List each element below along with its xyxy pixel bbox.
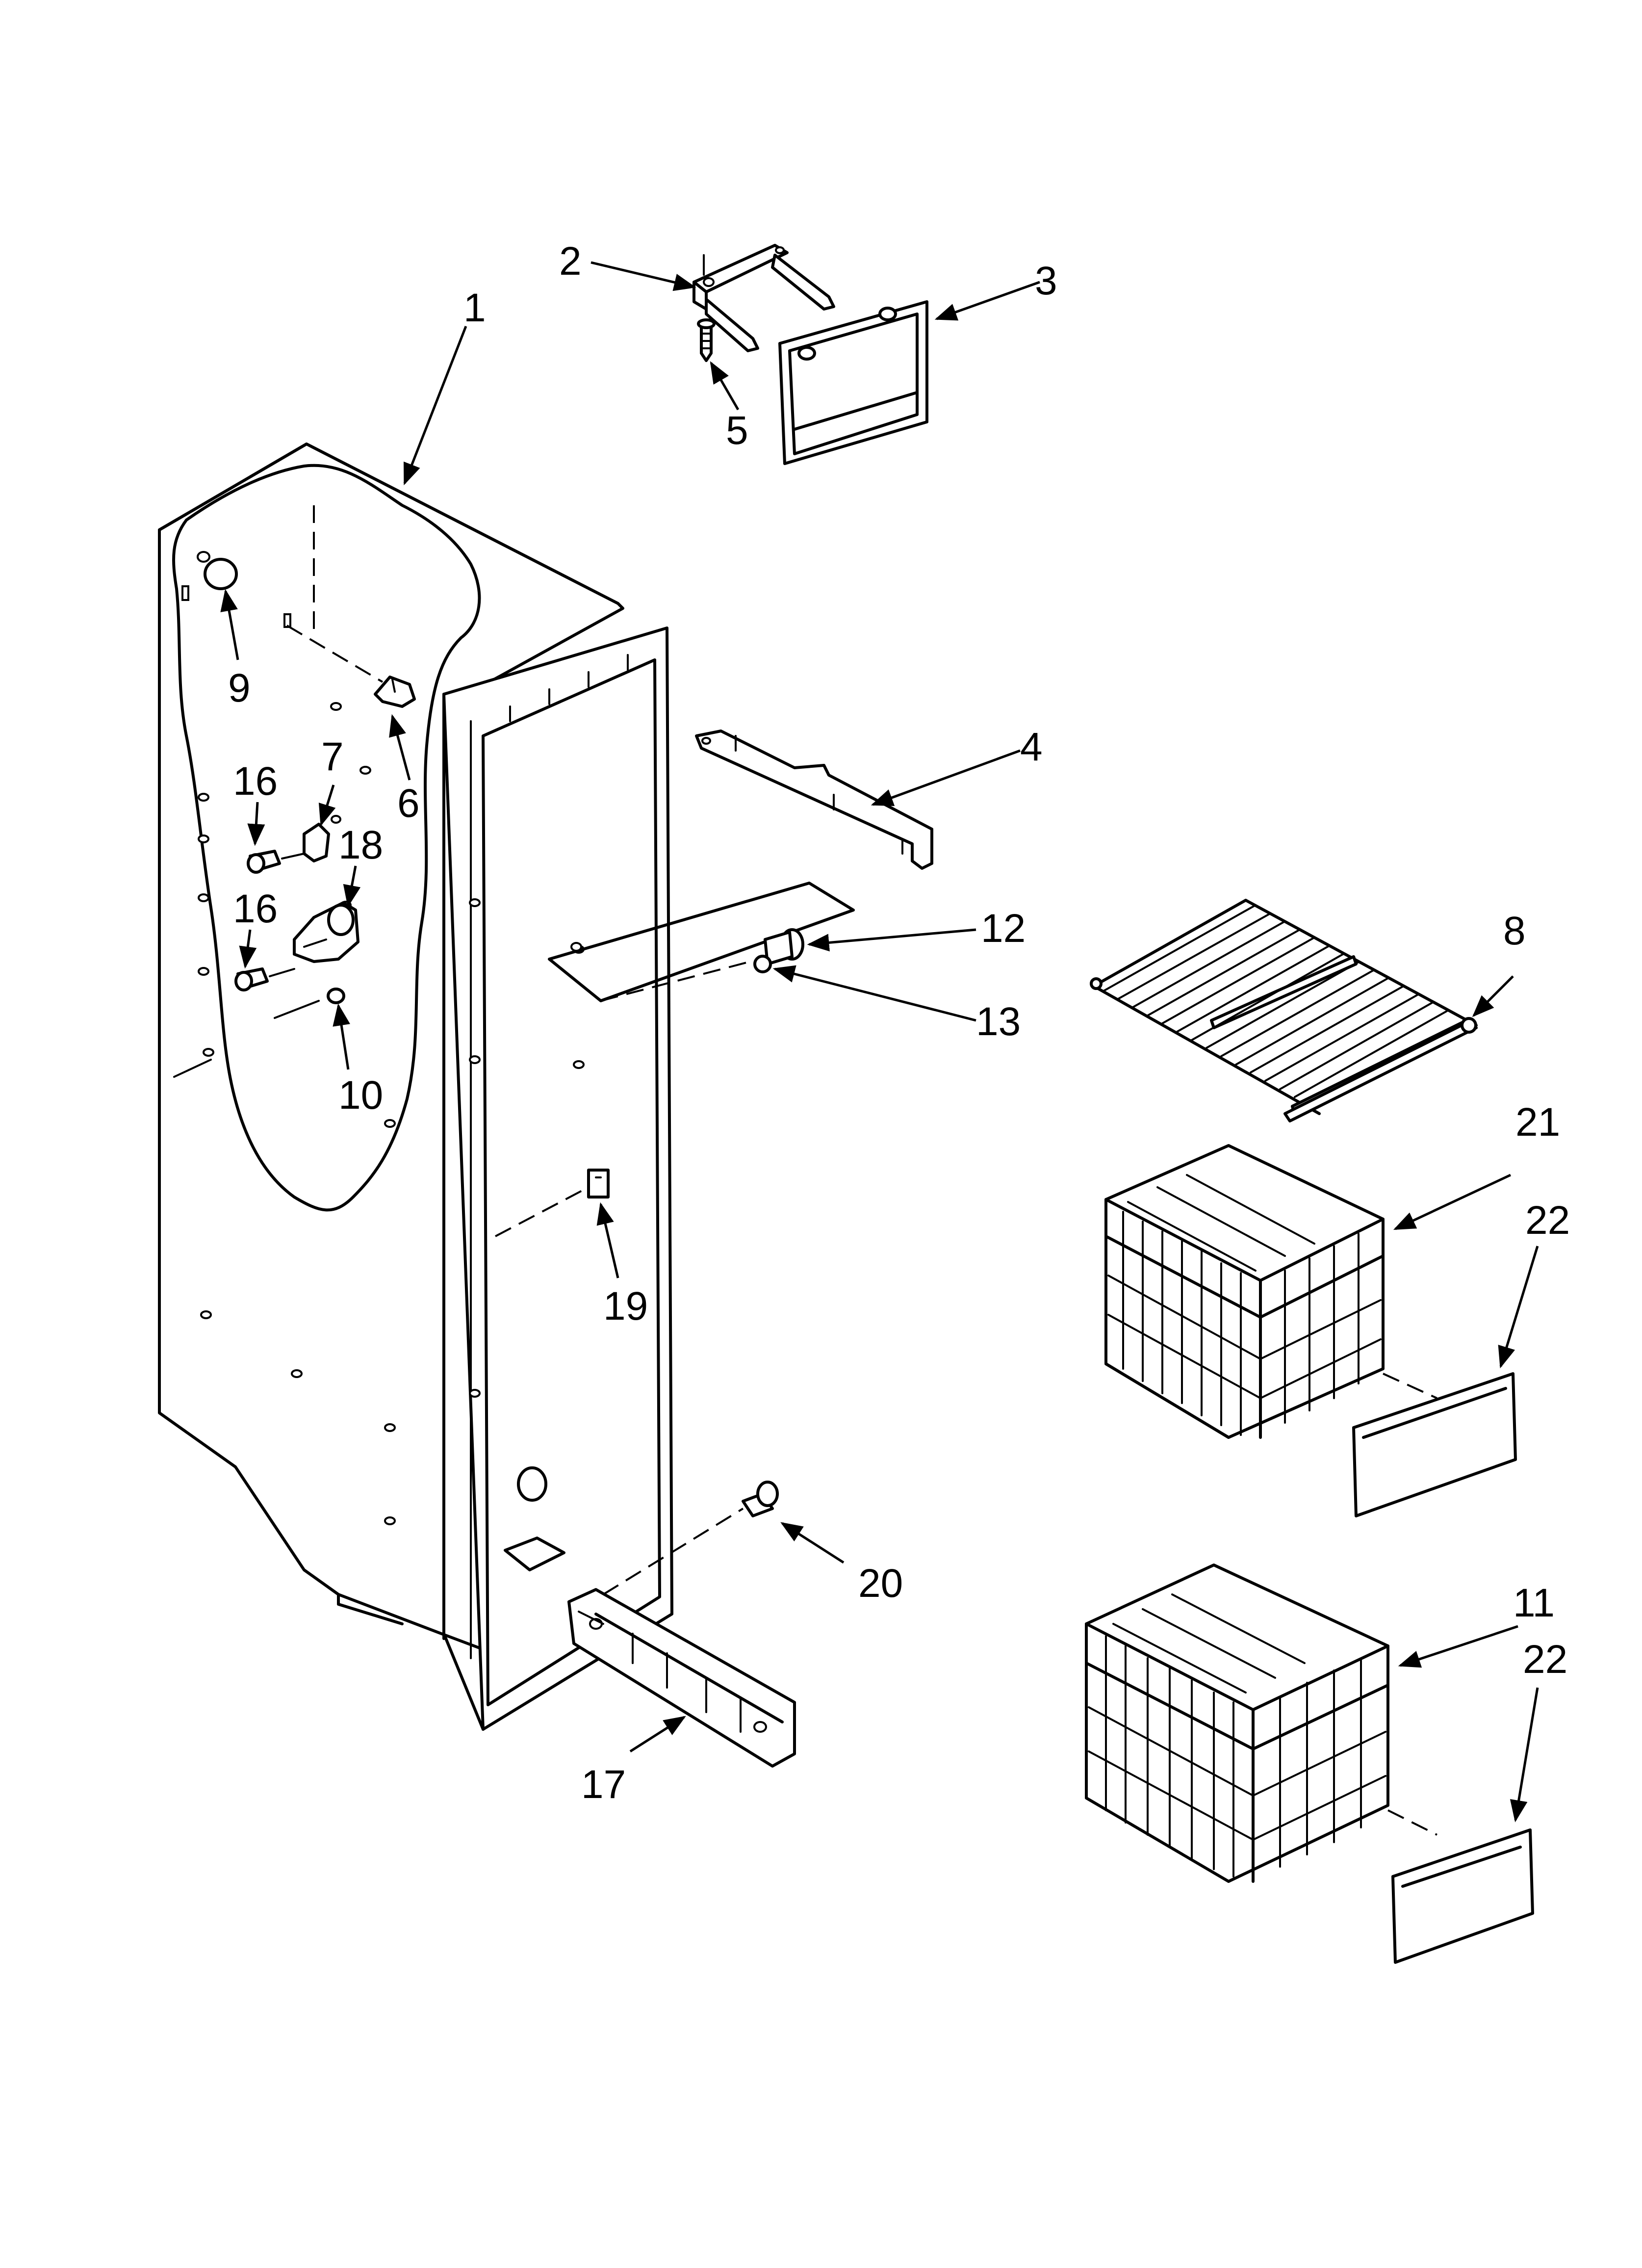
callout-3: 3 [1035, 259, 1057, 303]
callout-11: 11 [1513, 1581, 1555, 1625]
part-6-bracket [374, 676, 416, 708]
callout-7: 7 [321, 734, 344, 779]
callout-13: 13 [976, 999, 1021, 1044]
callout-8: 8 [1503, 909, 1526, 953]
callout-9: 9 [228, 666, 251, 710]
callout-19: 19 [603, 1284, 648, 1329]
freezer-liner [158, 443, 673, 1731]
part-9-button [197, 551, 238, 590]
callout-16-lower: 16 [233, 886, 278, 931]
part-18-control [293, 901, 359, 963]
part-19-switch [495, 1169, 610, 1237]
part-17-trim [567, 1588, 796, 1768]
callout-18: 18 [338, 823, 383, 867]
callout-12: 12 [981, 906, 1026, 951]
callout-2: 2 [559, 239, 582, 284]
part-12-13-mount [548, 882, 855, 1002]
callout-10: 10 [338, 1073, 383, 1118]
part-2-hinge [693, 244, 835, 352]
callout-22-lower: 22 [1523, 1637, 1567, 1682]
part-10-screw [274, 988, 345, 1019]
callout-17: 17 [581, 1762, 626, 1807]
part-5-screw [697, 318, 716, 362]
callout-16-upper: 16 [233, 759, 278, 804]
part-8-shelf [1090, 899, 1478, 1122]
leader-lines [220, 261, 1539, 1823]
part-4-rail [695, 730, 933, 870]
part-22-panel-upper [1352, 1372, 1517, 1517]
part-22-panel-lower [1391, 1828, 1534, 1964]
part-3-flap [778, 300, 928, 465]
callout-21: 21 [1515, 1100, 1560, 1145]
callout-4: 4 [1020, 725, 1043, 769]
callout-1: 1 [463, 286, 486, 330]
callout-22-upper: 22 [1525, 1198, 1570, 1243]
callout-6: 6 [397, 781, 420, 826]
callout-20: 20 [858, 1561, 903, 1606]
part-21-basket [1104, 1144, 1437, 1439]
callout-5: 5 [726, 408, 748, 453]
part-20-screw [602, 1481, 779, 1595]
part-16-screw-lower [234, 967, 295, 991]
callout-labels: 1 2 3 4 5 6 7 8 9 10 11 12 13 16 16 17 1… [228, 239, 1570, 1807]
part-11-basket [1085, 1564, 1437, 1883]
part-16-screw-upper [247, 850, 305, 874]
